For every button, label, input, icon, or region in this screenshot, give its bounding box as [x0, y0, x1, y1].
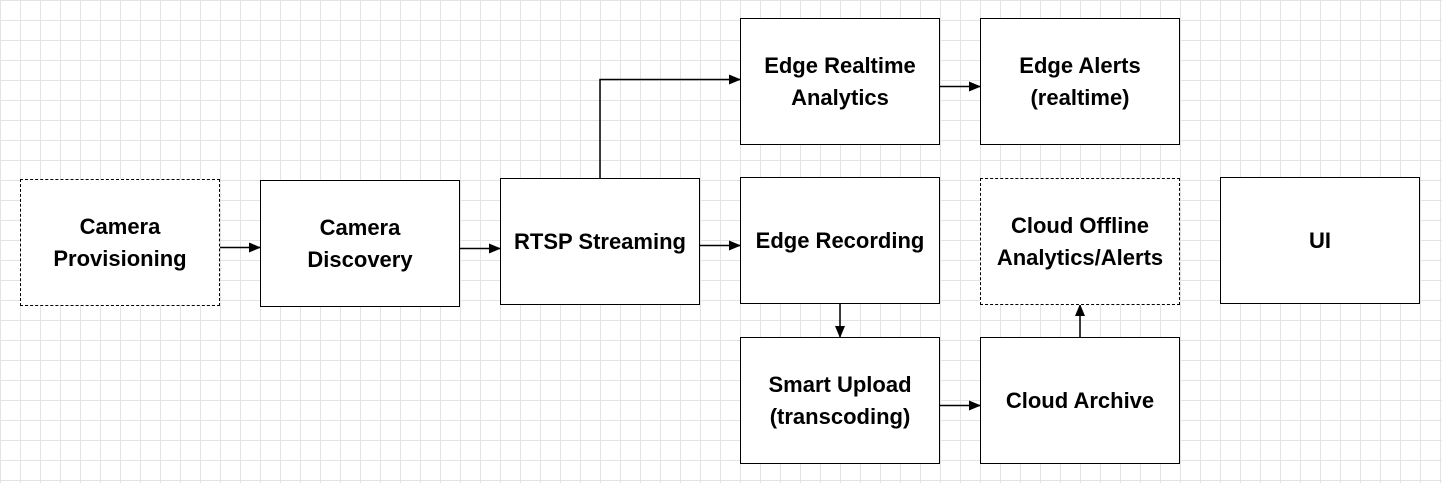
- node-ui[interactable]: UI: [1220, 177, 1420, 304]
- node-edge-recording[interactable]: Edge Recording: [740, 177, 940, 304]
- node-label: Cloud Archive: [1005, 387, 1155, 413]
- node-label: UI: [1309, 227, 1331, 253]
- node-label: Edge Recording: [755, 227, 925, 253]
- node-label: Camera Provisioning: [53, 213, 187, 271]
- node-label: Edge Realtime Analytics: [764, 52, 916, 110]
- edge-rtsp-streaming-to-edge-realtime-analytics: [599, 74, 741, 178]
- node-camera-discovery[interactable]: Camera Discovery: [260, 180, 460, 307]
- node-camera-provisioning[interactable]: Camera Provisioning: [20, 179, 220, 306]
- node-smart-upload[interactable]: Smart Upload (transcoding): [740, 337, 940, 464]
- node-cloud-offline-analytics[interactable]: Cloud Offline Analytics/Alerts: [980, 178, 1180, 305]
- node-label: Cloud Offline Analytics/Alerts: [996, 212, 1164, 270]
- node-label: RTSP Streaming: [514, 228, 686, 254]
- node-cloud-archive[interactable]: Cloud Archive: [980, 337, 1180, 464]
- node-edge-alerts[interactable]: Edge Alerts (realtime): [980, 18, 1180, 145]
- node-label: Edge Alerts (realtime): [1019, 52, 1141, 110]
- node-rtsp-streaming[interactable]: RTSP Streaming: [500, 178, 700, 305]
- node-label: Smart Upload (transcoding): [768, 371, 912, 429]
- node-edge-realtime-analytics[interactable]: Edge Realtime Analytics: [740, 18, 940, 145]
- node-label: Camera Discovery: [307, 214, 413, 272]
